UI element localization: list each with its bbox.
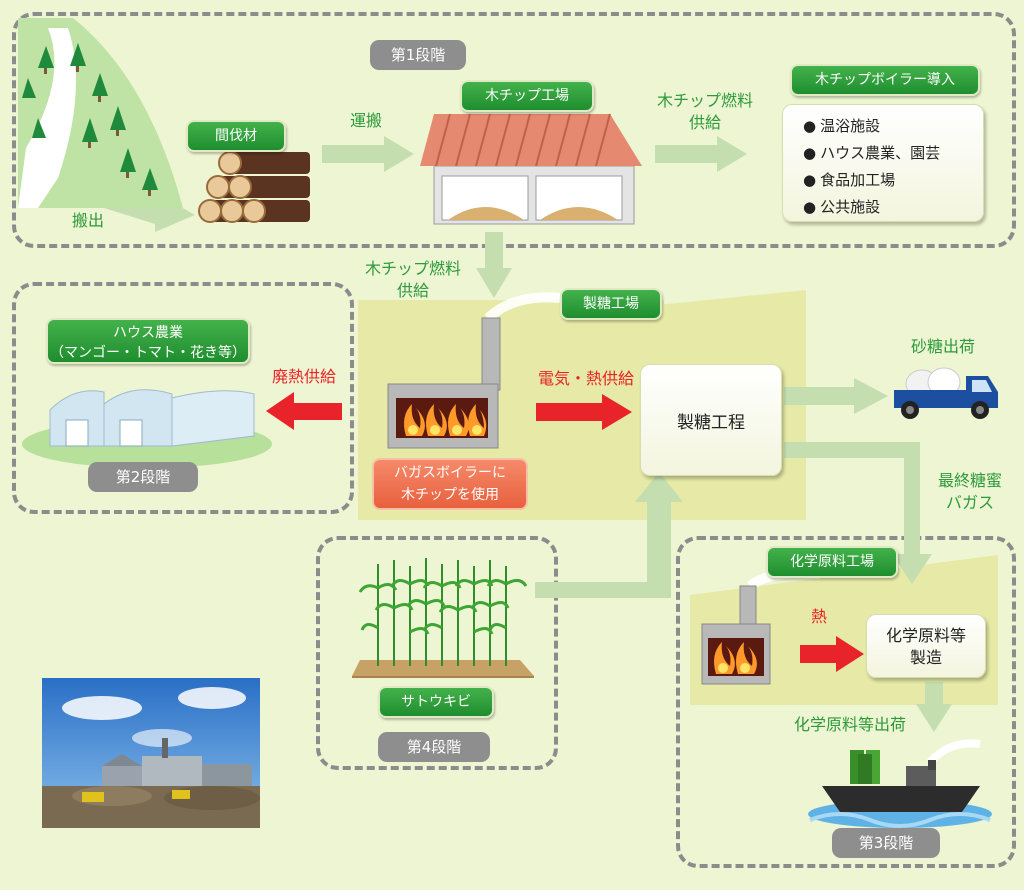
stage1-label: 第1段階 [370, 40, 466, 70]
forest-hill-illustration [18, 18, 183, 208]
chemical-factory-label: 化学原料工場 [766, 546, 898, 578]
sugar-factory-label: 製糖工場 [560, 288, 662, 320]
boiler-use-item: 食品加工場 [803, 167, 983, 194]
arrow-molasses-bagasse [784, 442, 932, 584]
chemical-production-card: 化学原料等 製造 [866, 614, 986, 678]
boiler-uses-list: 温浴施設 ハウス農業、園芸 食品加工場 公共施設 [803, 113, 983, 221]
wood-chip-factory-illustration [420, 113, 642, 225]
stage2-label: 第2段階 [88, 462, 198, 492]
boiler-use-item: 温浴施設 [803, 113, 983, 140]
greenhouse-farming-line2: （マンゴー・トマト・花き等） [50, 345, 246, 361]
arrow-chemical-shipping [916, 682, 952, 732]
chip-supply-text-2: 木チップ燃料 供給 [354, 258, 472, 302]
sugarcane-label: サトウキビ [378, 686, 494, 718]
sugar-factory-boiler-illustration [387, 292, 561, 449]
molasses-line: 最終糖蜜 [937, 471, 1002, 490]
truck-illustration [894, 367, 998, 419]
arrow-sugar-shipping [784, 378, 888, 414]
boiler-use-item: ハウス農業、園芸 [803, 140, 983, 167]
arrow-transport [322, 136, 414, 172]
carry-out-text: 搬出 [71, 211, 104, 230]
wood-chip-factory-label: 木チップ工場 [460, 80, 594, 112]
chip-supply-2-line2: 供給 [396, 281, 429, 300]
arrow-heat [800, 636, 864, 672]
chip-supply-2-line1: 木チップ燃料 [364, 259, 461, 278]
sugar-shipping-text: 砂糖出荷 [910, 337, 975, 356]
factory-photo [42, 678, 260, 828]
wood-chip-boiler-label: 木チップボイラー導入 [790, 64, 980, 96]
boiler-uses-card: 温浴施設 ハウス農業、園芸 食品加工場 公共施設 [782, 104, 984, 222]
arrow-waste-heat [266, 392, 342, 430]
chemical-shipping-text: 化学原料等出荷 [793, 715, 906, 734]
chip-supply-text-1: 木チップ燃料 供給 [646, 90, 764, 134]
stage2-box [12, 282, 354, 514]
stage3-box [676, 536, 1016, 868]
power-heat-text: 電気・熱供給 [537, 369, 634, 388]
stage4-box [316, 536, 558, 770]
arrow-power-heat [536, 394, 632, 430]
chemical-production-line1: 化学原料等 [885, 626, 966, 645]
arrow-sugarcane-to-process [535, 472, 683, 598]
chemical-production-line2: 製造 [909, 648, 942, 667]
sugar-process-label: 製糖工程 [677, 412, 745, 433]
thinned-wood-label: 間伐材 [186, 120, 286, 152]
arrow-chip-supply-2 [476, 232, 512, 298]
arrow-chip-supply-1 [655, 136, 747, 172]
sugarcane-field-illustration [352, 558, 534, 678]
transport-text: 運搬 [349, 111, 382, 130]
chip-supply-1-line1: 木チップ燃料 [656, 91, 753, 110]
stage4-label: 第4段階 [378, 732, 490, 762]
heat-text: 熱 [810, 607, 827, 626]
waste-heat-text: 廃熱供給 [271, 367, 336, 386]
bagasse-boiler-label: バガスボイラーに 木チップを使用 [372, 458, 528, 510]
greenhouse-farming-label: ハウス農業 （マンゴー・トマト・花き等） [46, 318, 250, 364]
chip-supply-1-line2: 供給 [688, 113, 721, 132]
ship-illustration [808, 739, 992, 828]
sugar-process-card: 製糖工程 [640, 364, 782, 476]
log-pile-illustration [198, 151, 310, 223]
stage3-label: 第3段階 [832, 828, 940, 858]
boiler-use-item: 公共施設 [803, 194, 983, 221]
bagasse-boiler-line1: バガスボイラーに [394, 465, 506, 481]
bagasse-line: バガス [945, 493, 994, 512]
bagasse-boiler-line2: 木チップを使用 [401, 487, 499, 503]
stage1-box [12, 12, 1016, 248]
greenhouse-farming-line1: ハウス農業 [113, 325, 183, 341]
greenhouse-illustration [22, 389, 272, 468]
molasses-bagasse-text: 最終糖蜜 バガス [930, 470, 1010, 514]
